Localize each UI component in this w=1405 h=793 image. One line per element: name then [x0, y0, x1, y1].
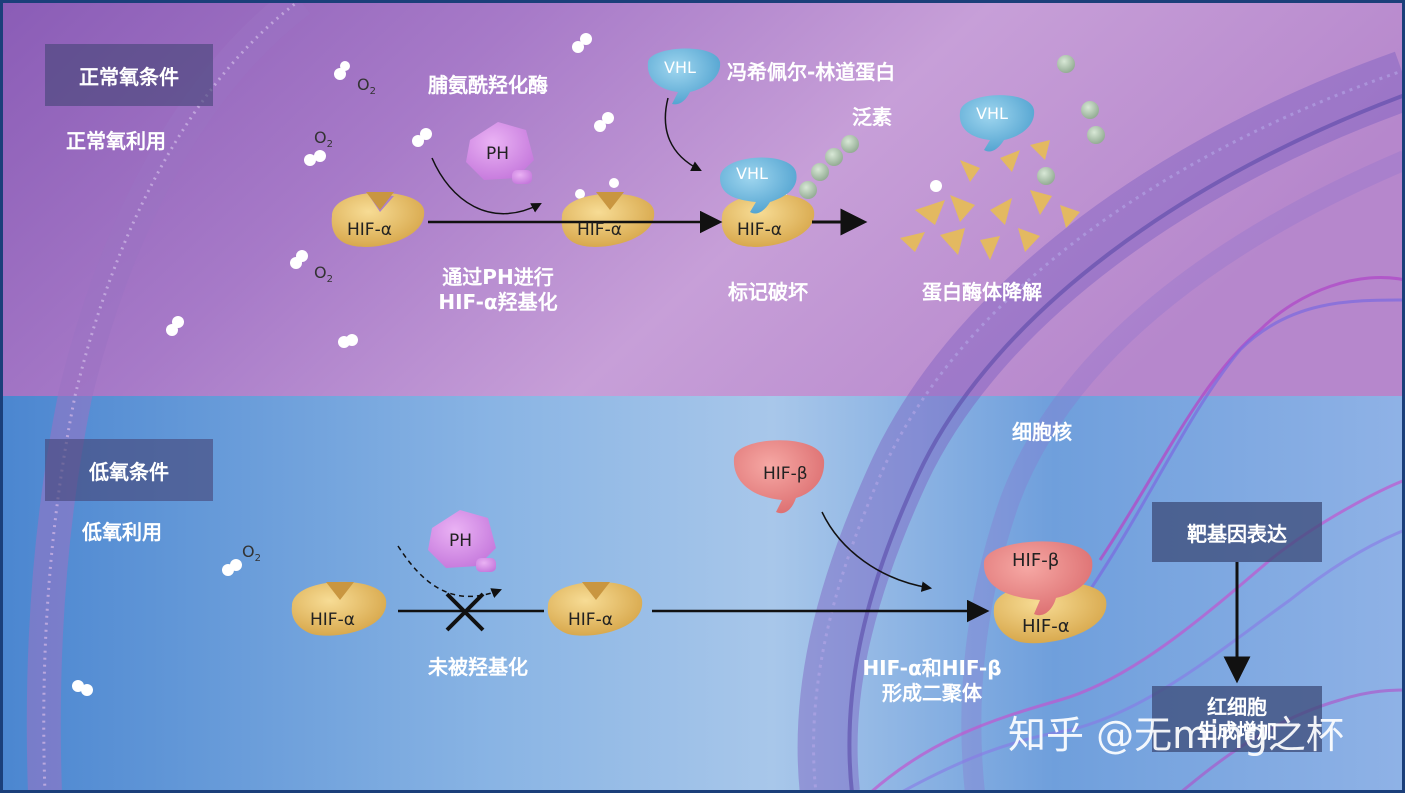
- ph-label-2: PH: [449, 531, 473, 551]
- hif-alpha-label-4: HIF-α: [310, 610, 355, 630]
- hypoxia-condition-box: 低氧条件: [45, 439, 213, 501]
- ph-label-1: PH: [486, 144, 510, 164]
- hif-beta-shapes: [733, 440, 1093, 616]
- o2-label-1: O2: [357, 75, 376, 98]
- nucleus-label: 细胞核: [1012, 420, 1072, 444]
- hif-alpha-label-1: HIF-α: [347, 220, 392, 240]
- vhl-label-2: VHL: [736, 164, 768, 183]
- pathway-arrows: [397, 97, 1251, 684]
- hif-beta-label-1: HIF-β: [763, 464, 808, 484]
- dimer-line-2: 形成二聚体: [882, 681, 982, 705]
- vhl-label-1: VHL: [664, 58, 696, 77]
- nuclear-membrane: [797, 51, 1405, 793]
- hypoxia-usage-label: 低氧利用: [82, 520, 162, 544]
- hif-alpha-label-2: HIF-α: [577, 220, 622, 240]
- outcome-line-2: 生成增加: [1197, 719, 1277, 743]
- ubiquitin-chain: [799, 55, 1105, 199]
- normoxia-condition-box: 正常氧条件: [45, 44, 213, 106]
- hydroxylation-step-label: 通过PH进行 HIF-α羟基化: [428, 265, 568, 315]
- vhl-protein-label: 冯希佩尔-林道蛋白: [727, 60, 896, 84]
- target-gene-box: 靶基因表达: [1152, 502, 1322, 562]
- dimer-line-1: HIF-α和HIF-β: [862, 656, 1002, 680]
- normoxia-usage-label: 正常氧利用: [66, 129, 166, 153]
- not-hydroxylated-label: 未被羟基化: [428, 655, 528, 679]
- o2-label-4: O2: [242, 542, 261, 565]
- o2-label-2: O2: [314, 128, 333, 151]
- ph-shapes: [428, 122, 534, 572]
- erythropoiesis-box: 红细胞 生成增加: [1152, 686, 1322, 752]
- tag-destruction-label: 标记破坏: [728, 280, 808, 304]
- hydroxylation-line-1: 通过PH进行: [442, 265, 554, 289]
- block-x-icon: [445, 592, 485, 632]
- outcome-line-1: 红细胞: [1207, 695, 1267, 719]
- proteasome-fragments: [900, 140, 1080, 260]
- hif-alpha-label-3: HIF-α: [737, 220, 782, 240]
- ubiquitin-label: 泛素: [852, 105, 892, 129]
- hif-alpha-label-6: HIF-α: [1022, 616, 1070, 637]
- vhl-shapes: [647, 48, 1035, 214]
- hif-alpha-label-5: HIF-α: [568, 610, 613, 630]
- hydroxylation-line-2: HIF-α羟基化: [438, 290, 558, 314]
- hif-alpha-notches: [326, 192, 624, 600]
- vhl-label-3: VHL: [976, 104, 1008, 123]
- enzyme-label: 脯氨酰羟化酶: [428, 73, 548, 97]
- hif-beta-label-2: HIF-β: [1012, 550, 1060, 571]
- o2-label-3: O2: [314, 263, 333, 286]
- dimer-step-label: HIF-α和HIF-β 形成二聚体: [852, 656, 1012, 706]
- proteasome-degradation-label: 蛋白酶体降解: [922, 280, 1042, 304]
- watermark: 知乎 @无ming之杯: [1008, 713, 1344, 757]
